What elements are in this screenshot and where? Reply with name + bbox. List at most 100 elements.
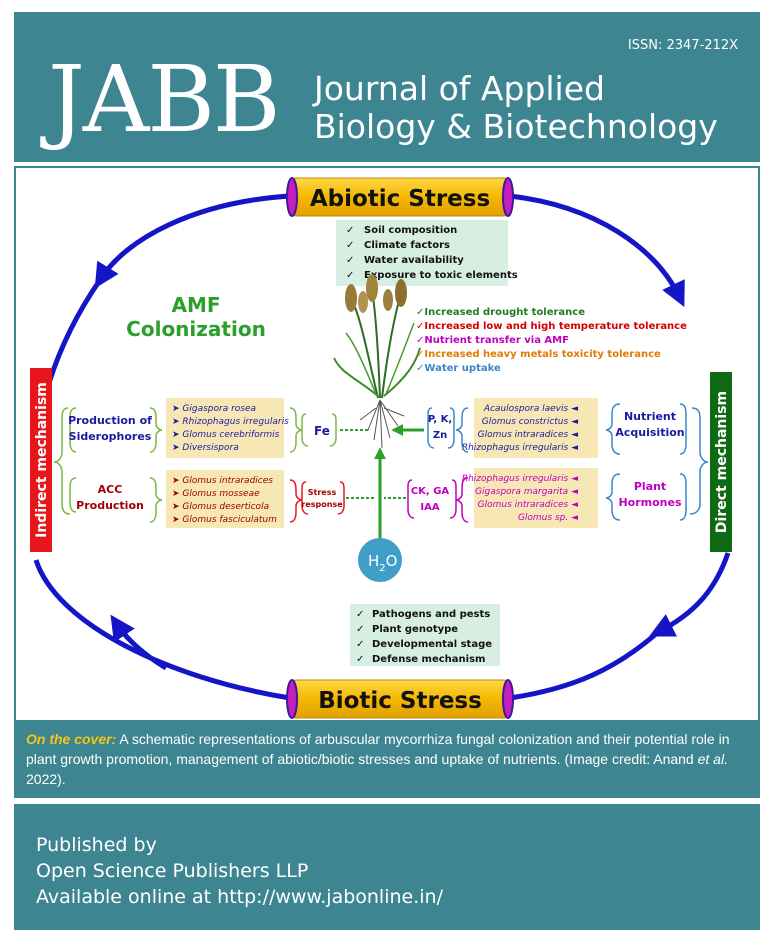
svg-text:Glomus sp. ◄: Glomus sp. ◄ <box>518 513 578 523</box>
nutrient-species: Glomus intraradices <box>478 430 569 440</box>
caption-etal: et al. <box>697 751 728 767</box>
siderophore-label-line2: Siderophores <box>69 430 152 443</box>
acc-species: Glomus mosseae <box>182 489 260 499</box>
abiotic-item: Soil composition <box>364 225 457 236</box>
hormone-species: Gigaspora margarita <box>475 487 568 497</box>
biotic-item: Pathogens and pests <box>372 609 490 620</box>
ck-label-line2: IAA <box>420 502 439 513</box>
nutrient-species: Rhizophagus irregularis <box>462 443 569 453</box>
publisher-footer: Published by Open Science Publishers LLP… <box>14 804 760 930</box>
cycle-arc-bottom-left <box>33 559 291 701</box>
benefit-item: ✓Increased low and high temperature tole… <box>416 321 687 332</box>
journal-name: Journal of Applied Biology & Biotechnolo… <box>314 70 718 146</box>
svg-text:➤ Gigaspora rosea: ➤ Gigaspora rosea <box>172 404 256 414</box>
amf-title-line1: AMF <box>171 293 220 317</box>
nutrient-species: Acaulospora laevis <box>483 404 569 414</box>
biotic-factor-list: ✓ Pathogens and pests ✓ Plant genotype ✓… <box>350 604 500 666</box>
hormone-block: Plant Hormones Rhizophagus irregularis ◄… <box>384 468 687 528</box>
cover-figure: Abiotic Stress ✓ Soil composition ✓ Clim… <box>14 166 760 722</box>
abiotic-stress-banner: Abiotic Stress <box>286 177 514 217</box>
hormone-species: Glomus sp. <box>518 513 568 523</box>
siderophore-species: Gigaspora rosea <box>182 404 256 414</box>
indirect-mechanism-label: Indirect mechanism <box>34 382 50 538</box>
abiotic-item: Climate factors <box>364 240 450 251</box>
pk-label-line2: Zn <box>433 430 447 441</box>
journal-acronym: JABB <box>48 46 281 153</box>
stress-response-line1: Stress <box>308 488 337 497</box>
water-sub: 2 <box>379 563 385 574</box>
check-icon: ✓ <box>346 255 354 266</box>
siderophore-species: Glomus cerebriformis <box>182 430 279 440</box>
publisher-line1: Published by <box>36 834 157 856</box>
caption-tail: 2022). <box>26 771 66 787</box>
benefit-item: ✓Increased drought tolerance <box>416 307 585 318</box>
hormone-species: Glomus intraradices <box>478 500 569 510</box>
publisher-line3: Available online at http://www.jabonline… <box>36 886 443 908</box>
fe-label: Fe <box>314 424 330 438</box>
svg-text:➤ Glomus deserticola: ➤ Glomus deserticola <box>172 502 269 512</box>
plant-illustration <box>333 274 421 449</box>
check-icon: ✓ <box>356 609 364 620</box>
svg-text:➤ Glomus mosseae: ➤ Glomus mosseae <box>172 489 260 499</box>
svg-text:Acaulospora laevis ◄: Acaulospora laevis ◄ <box>483 404 578 414</box>
cycle-arc-right-lower <box>649 552 731 637</box>
svg-text:➤ Diversispora: ➤ Diversispora <box>172 443 239 453</box>
svg-text:H2O: H2O <box>368 552 397 574</box>
check-icon: ✓ <box>346 270 354 281</box>
hormone-label-line2: Hormones <box>618 496 681 509</box>
biotic-stress-title: Biotic Stress <box>318 688 482 714</box>
svg-text:Glomus constrictus ◄: Glomus constrictus ◄ <box>482 417 578 427</box>
ck-label-line1: CK, GA <box>411 486 450 497</box>
cover-caption: On the cover: A schematic representation… <box>14 720 760 798</box>
benefit-item: ✓Water uptake <box>416 363 501 374</box>
abiotic-factor-list: ✓ Soil composition ✓ Climate factors ✓ W… <box>336 220 518 286</box>
cycle-arc-top-right <box>509 193 685 308</box>
siderophore-species: Diversispora <box>182 443 238 453</box>
abiotic-item: Water availability <box>364 255 464 266</box>
check-icon: ✓ <box>356 624 364 635</box>
journal-name-line1: Journal of Applied <box>314 69 605 108</box>
caption-body: A schematic representations of arbuscula… <box>26 731 730 767</box>
svg-text:Glomus intraradices ◄: Glomus intraradices ◄ <box>478 500 578 510</box>
stress-response-line2: response <box>301 500 343 509</box>
indirect-bracket <box>53 407 71 515</box>
journal-header: ISSN: 2347-212X JABB Journal of Applied … <box>14 12 760 162</box>
direct-mechanism-bar: Direct mechanism <box>710 372 732 552</box>
water-o: O <box>386 552 398 570</box>
acc-label-line1: ACC <box>98 483 123 496</box>
svg-text:➤ Rhizophagus irregularis: ➤ Rhizophagus irregularis <box>172 417 289 427</box>
acc-label-line2: Production <box>76 499 144 512</box>
indirect-mechanism-bar: Indirect mechanism <box>30 368 52 552</box>
water-h: H <box>368 552 379 570</box>
cycle-arc-bottom-left-head <box>110 614 168 671</box>
benefits-list: ✓Increased drought tolerance ✓Increased … <box>416 307 687 374</box>
acc-species: Glomus fasciculatum <box>182 515 277 525</box>
svg-text:➤ Glomus intraradices: ➤ Glomus intraradices <box>172 476 273 486</box>
nutrient-label-line1: Nutrient <box>624 410 676 423</box>
issn-label: ISSN: 2347-212X <box>627 38 738 53</box>
journal-name-line2: Biology & Biotechnology <box>314 107 718 146</box>
biotic-item: Defense mechanism <box>372 654 485 665</box>
benefit-item: ✓Increased heavy metals toxicity toleran… <box>416 349 661 360</box>
check-icon: ✓ <box>356 639 364 650</box>
hormone-label-line1: Plant <box>634 480 666 493</box>
amf-diagram: Abiotic Stress ✓ Soil composition ✓ Clim… <box>30 177 732 719</box>
check-icon: ✓ <box>356 654 364 665</box>
hormone-species: Rhizophagus irregularis <box>462 474 569 484</box>
benefit-item: ✓Nutrient transfer via AMF <box>416 335 569 346</box>
nutrient-label-line2: Acquisition <box>615 426 684 439</box>
cycle-arc-bottom-right <box>509 632 658 701</box>
check-icon: ✓ <box>346 240 354 251</box>
svg-text:Rhizophagus irregularis ◄: Rhizophagus irregularis ◄ <box>462 443 578 453</box>
abiotic-item: Exposure to toxic elements <box>364 270 518 281</box>
svg-text:Rhizophagus irregularis ◄: Rhizophagus irregularis ◄ <box>462 474 578 484</box>
acc-species: Glomus deserticola <box>182 502 269 512</box>
siderophore-label-line1: Production of <box>68 414 152 427</box>
biotic-stress-banner: Biotic Stress <box>286 679 514 719</box>
biotic-item: Plant genotype <box>372 624 458 635</box>
check-icon: ✓ <box>346 225 354 236</box>
pk-label-line1: P, K, <box>428 414 452 425</box>
siderophore-species: Rhizophagus irregularis <box>182 417 289 427</box>
caption-lead: On the cover: <box>26 731 117 747</box>
nutrient-species: Glomus constrictus <box>482 417 569 427</box>
